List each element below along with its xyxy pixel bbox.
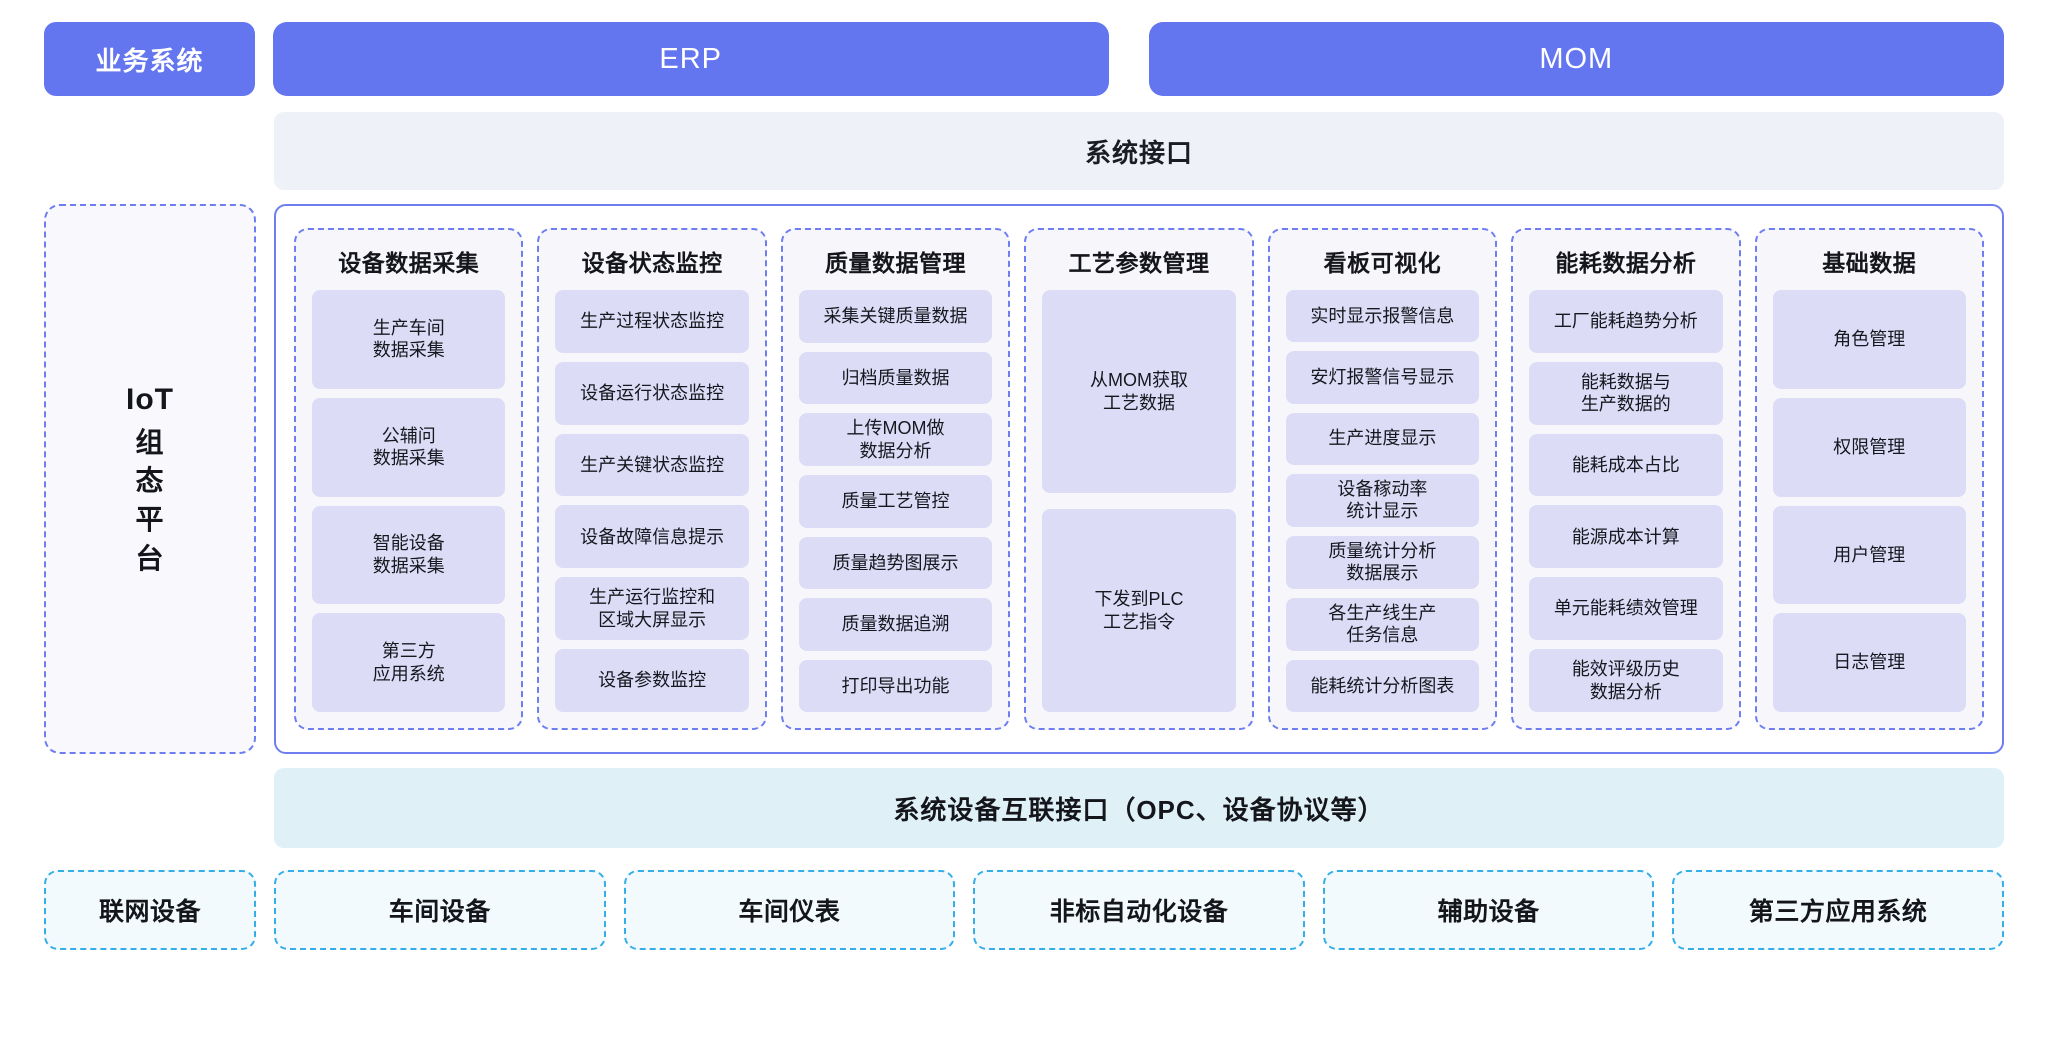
device-box-auxiliary[interactable]: 辅助设备: [1322, 870, 1655, 950]
module-item[interactable]: 打印导出功能: [798, 659, 993, 712]
module-item-list: 生产车间 数据采集 公辅问 数据采集 智能设备 数据采集 第三方 应用系统: [312, 290, 506, 712]
module-item[interactable]: 从MOM获取 工艺数据: [1042, 290, 1236, 493]
module-item[interactable]: 下发到PLC 工艺指令: [1042, 509, 1236, 712]
business-system-label: 业务系统: [44, 22, 255, 96]
system-chip-erp[interactable]: ERP: [272, 22, 1109, 96]
module-item[interactable]: 生产车间 数据采集: [312, 290, 506, 389]
device-box-third-party-systems[interactable]: 第三方应用系统: [1672, 870, 2004, 950]
module-panel-data-collection[interactable]: 设备数据采集 生产车间 数据采集 公辅问 数据采集 智能设备 数据采集 第三方 …: [294, 228, 524, 730]
module-item[interactable]: 能耗统计分析图表: [1285, 659, 1480, 712]
system-interface-bar: 系统接口: [274, 112, 2004, 190]
module-title: 能耗数据分析: [1555, 250, 1697, 276]
device-box-networked[interactable]: 联网设备: [44, 870, 256, 950]
module-title: 工艺参数管理: [1068, 250, 1210, 276]
device-interface-row: 系统设备互联接口（OPC、设备协议等）: [44, 768, 2004, 848]
module-item[interactable]: 质量数据追溯: [798, 598, 993, 651]
module-item-list: 实时显示报警信息 安灯报警信号显示 生产进度显示 设备稼动率 统计显示 质量统计…: [1285, 290, 1480, 712]
module-item[interactable]: 能耗数据与 生产数据的: [1529, 361, 1723, 425]
layout-spacer: [44, 768, 274, 848]
system-interface-row: 系统接口: [44, 112, 2004, 190]
iot-char-2: 态: [135, 465, 165, 497]
iot-platform-panel: IoT 组 态 平 台: [44, 204, 256, 754]
module-item[interactable]: 生产运行监控和 区域大屏显示: [555, 577, 749, 641]
module-item[interactable]: 安灯报警信号显示: [1285, 351, 1480, 404]
module-item[interactable]: 实时显示报警信息: [1285, 290, 1480, 343]
module-title: 看板可视化: [1323, 250, 1442, 276]
module-item[interactable]: 生产过程状态监控: [555, 290, 749, 353]
module-item[interactable]: 第三方 应用系统: [312, 613, 506, 712]
module-item[interactable]: 能效评级历史 数据分析: [1529, 649, 1723, 712]
iot-platform-label: IoT 组 态 平 台: [126, 381, 174, 577]
module-item-list: 生产过程状态监控 设备运行状态监控 生产关键状态监控 设备故障信息提示 生产运行…: [555, 290, 749, 712]
module-item[interactable]: 单元能耗绩效管理: [1529, 577, 1723, 641]
module-item[interactable]: 日志管理: [1772, 613, 1966, 712]
platform-and-modules-row: IoT 组 态 平 台 设备数据采集 生产车间 数据采集 公辅问 数据采集 智能…: [44, 204, 2004, 754]
module-title: 设备数据采集: [338, 250, 480, 276]
module-panel-energy-analysis[interactable]: 能耗数据分析 工厂能耗趋势分析 能耗数据与 生产数据的 能耗成本占比 能源成本计…: [1511, 228, 1741, 730]
module-item[interactable]: 工厂能耗趋势分析: [1529, 290, 1723, 353]
module-item[interactable]: 能耗成本占比: [1529, 433, 1723, 497]
device-box-workshop-instruments[interactable]: 车间仪表: [623, 870, 956, 950]
module-panel-process-params[interactable]: 工艺参数管理 从MOM获取 工艺数据 下发到PLC 工艺指令: [1024, 228, 1254, 730]
module-item-list: 从MOM获取 工艺数据 下发到PLC 工艺指令: [1042, 290, 1236, 712]
module-panel-quality-data[interactable]: 质量数据管理 采集关键质量数据 归档质量数据 上传MOM做 数据分析 质量工艺管…: [780, 228, 1011, 730]
module-title: 基础数据: [1822, 250, 1917, 276]
iot-char-0: IoT: [126, 383, 174, 417]
module-item[interactable]: 设备稼动率 统计显示: [1285, 473, 1480, 527]
module-item[interactable]: 质量工艺管控: [798, 475, 993, 528]
module-title: 设备状态监控: [581, 250, 723, 276]
devices-row: 联网设备 车间设备 车间仪表 非标自动化设备 辅助设备 第三方应用系统: [44, 870, 2004, 950]
module-panel-dashboard-visualization[interactable]: 看板可视化 实时显示报警信息 安灯报警信号显示 生产进度显示 设备稼动率 统计显…: [1267, 228, 1498, 730]
device-box-workshop-equipment[interactable]: 车间设备: [274, 870, 606, 950]
module-item-list: 工厂能耗趋势分析 能耗数据与 生产数据的 能耗成本占比 能源成本计算 单元能耗绩…: [1529, 290, 1723, 712]
module-item[interactable]: 角色管理: [1772, 290, 1966, 389]
module-item[interactable]: 质量统计分析 数据展示: [1285, 535, 1480, 589]
iot-char-3: 平: [135, 504, 165, 536]
module-item[interactable]: 生产进度显示: [1285, 412, 1480, 465]
iot-char-1: 组: [135, 426, 165, 458]
module-item[interactable]: 设备运行状态监控: [555, 361, 749, 425]
module-item[interactable]: 质量趋势图展示: [798, 536, 993, 589]
module-item[interactable]: 公辅问 数据采集: [312, 397, 506, 497]
module-item-list: 采集关键质量数据 归档质量数据 上传MOM做 数据分析 质量工艺管控 质量趋势图…: [798, 290, 993, 712]
module-item[interactable]: 各生产线生产 任务信息: [1285, 597, 1480, 651]
module-item[interactable]: 用户管理: [1772, 505, 1966, 605]
layout-spacer: [256, 204, 274, 754]
module-item[interactable]: 上传MOM做 数据分析: [798, 413, 993, 466]
module-item[interactable]: 归档质量数据: [798, 351, 993, 404]
device-box-nonstandard-automation[interactable]: 非标自动化设备: [973, 870, 1305, 950]
module-item[interactable]: 设备参数监控: [555, 649, 749, 712]
device-interface-bar: 系统设备互联接口（OPC、设备协议等）: [274, 768, 2004, 848]
module-item[interactable]: 能源成本计算: [1529, 505, 1723, 569]
module-panel-basic-data[interactable]: 基础数据 角色管理 权限管理 用户管理 日志管理: [1754, 228, 1984, 730]
module-panel-status-monitoring[interactable]: 设备状态监控 生产过程状态监控 设备运行状态监控 生产关键状态监控 设备故障信息…: [537, 228, 767, 730]
module-item[interactable]: 采集关键质量数据: [798, 290, 993, 343]
module-item[interactable]: 权限管理: [1772, 397, 1966, 497]
system-chip-mom[interactable]: MOM: [1148, 22, 2004, 96]
module-item[interactable]: 智能设备 数据采集: [312, 505, 506, 605]
module-title: 质量数据管理: [825, 250, 967, 276]
modules-container: 设备数据采集 生产车间 数据采集 公辅问 数据采集 智能设备 数据采集 第三方 …: [274, 204, 2004, 754]
module-item-list: 角色管理 权限管理 用户管理 日志管理: [1772, 290, 1966, 712]
module-item[interactable]: 设备故障信息提示: [555, 505, 749, 569]
module-item[interactable]: 生产关键状态监控: [555, 433, 749, 497]
top-systems-row: 业务系统 ERP MOM: [44, 22, 2004, 100]
layout-spacer: [44, 112, 274, 190]
iot-char-4: 台: [135, 543, 165, 575]
